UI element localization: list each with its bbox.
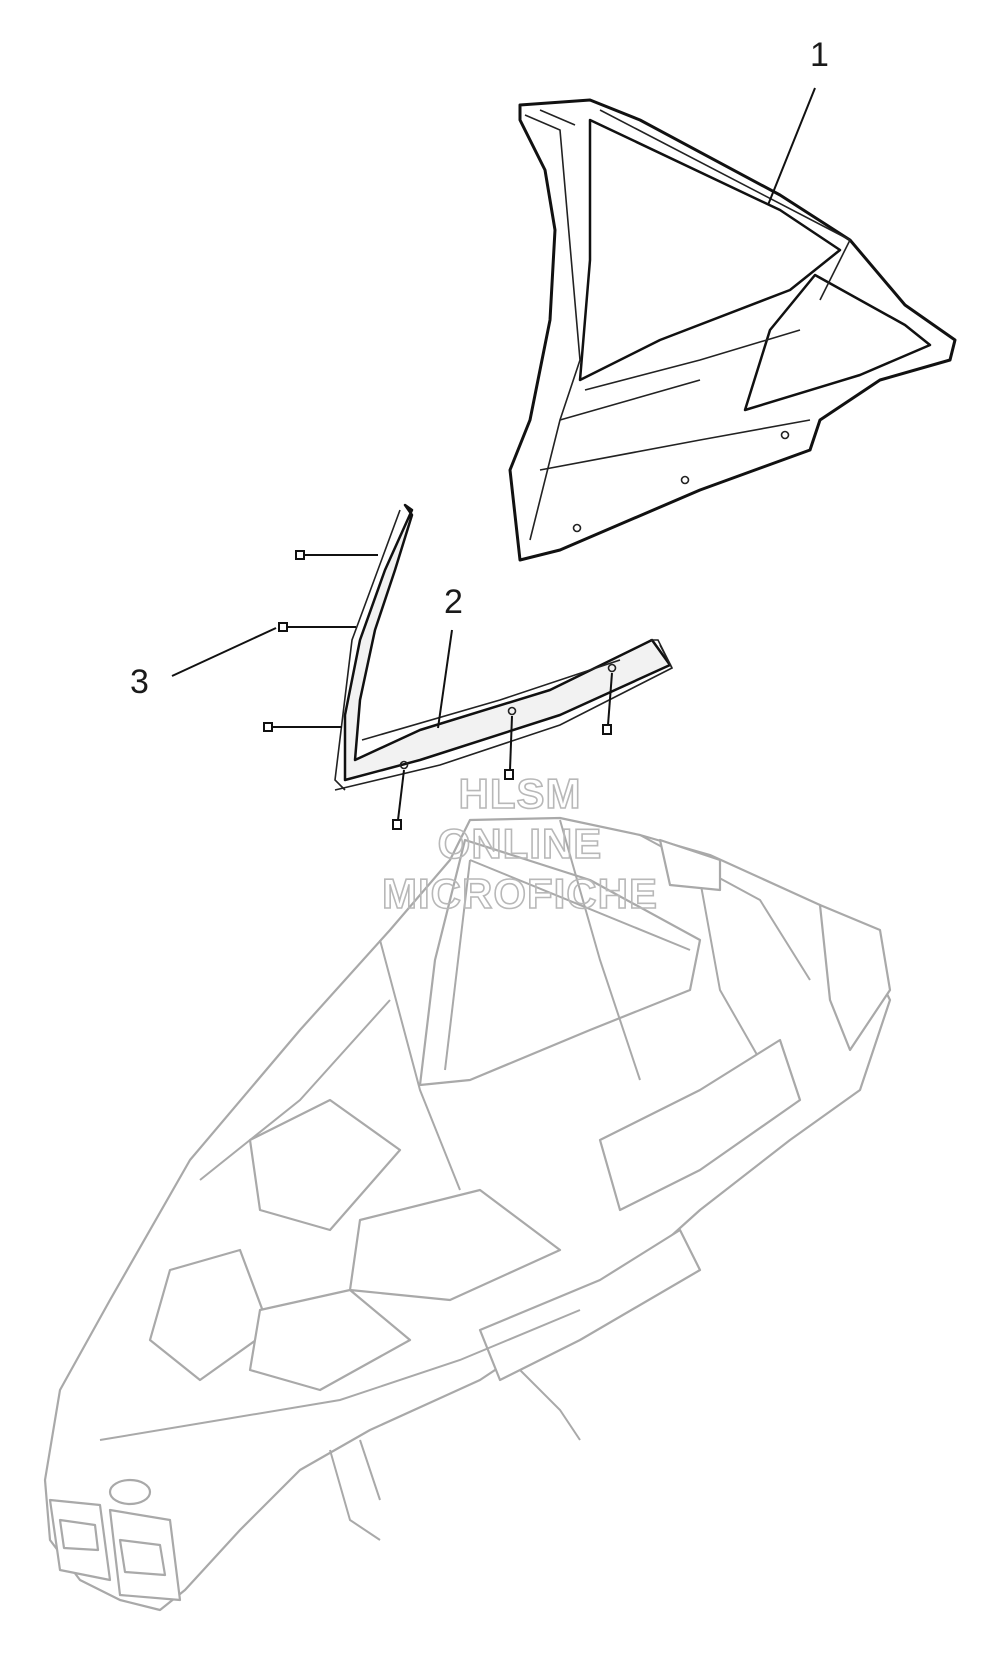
callout-1: 1 <box>810 36 829 74</box>
leader-3 <box>171 627 277 677</box>
screw-bottom-1 <box>392 769 405 830</box>
screw-bottom-3 <box>602 672 613 735</box>
watermark-line-3: MICROFICHE <box>382 870 658 917</box>
leader-1 <box>767 87 816 206</box>
vehicle-body-outline <box>43 816 892 1612</box>
callout-2: 2 <box>444 583 463 621</box>
leader-2 <box>437 629 453 729</box>
watermark-line-1: HLSM <box>459 770 582 817</box>
part-1-windshield <box>508 98 957 562</box>
screw-bottom-2 <box>504 715 514 780</box>
watermark-line-2: ONLINE <box>438 820 603 867</box>
part-2-seal-strip <box>334 503 674 791</box>
callout-leaders <box>171 87 816 729</box>
screw-left-2 <box>278 622 356 632</box>
watermark: HLSM ONLINE MICROFICHE <box>381 769 658 918</box>
callout-3: 3 <box>130 663 149 701</box>
screw-left-3 <box>263 722 342 732</box>
screw-left-1 <box>295 550 378 560</box>
part-3-screws <box>263 550 613 830</box>
